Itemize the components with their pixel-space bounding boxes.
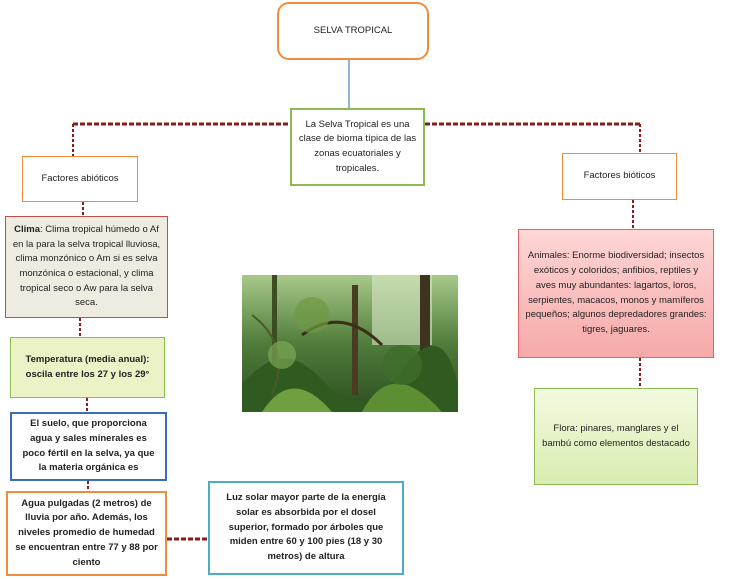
flora-text: Flora: pinares, manglares y el bambú com…	[542, 422, 690, 449]
climate-node: Clima: Clima tropical húmedo o Af en la …	[5, 216, 168, 318]
definition-text: La Selva Tropical es una clase de bioma …	[298, 118, 417, 174]
water-node: Agua pulgadas (2 metros) de lluvia por a…	[6, 491, 167, 576]
climate-desc: : Clima tropical húmedo o Af en la para …	[12, 223, 161, 309]
biotic-heading-text: Factores bióticos	[583, 170, 656, 182]
biotic-heading-node: Factores bióticos	[562, 153, 677, 200]
animals-node: Animales: Enorme biodiversidad; insectos…	[518, 229, 714, 358]
temperature-text: Temperatura (media anual): oscila entre …	[25, 353, 150, 380]
flora-node: Flora: pinares, manglares y el bambú com…	[534, 388, 698, 485]
soil-text: El suelo, que proporciona agua y sales m…	[22, 418, 155, 474]
jungle-photo	[242, 275, 458, 412]
title-text: SELVA TROPICAL	[313, 24, 393, 36]
sunlight-node: Luz solar mayor parte de la energía sola…	[208, 481, 404, 575]
temperature-node: Temperatura (media anual): oscila entre …	[10, 337, 165, 398]
animals-text: Animales: Enorme biodiversidad; insectos…	[525, 250, 707, 335]
soil-node: El suelo, que proporciona agua y sales m…	[10, 412, 167, 481]
title-node: SELVA TROPICAL	[277, 2, 429, 60]
abiotic-heading-text: Factores abióticos	[41, 172, 119, 184]
water-text: Agua pulgadas (2 metros) de lluvia por a…	[15, 497, 158, 568]
climate-text: Clima: Clima tropical húmedo o Af en la …	[12, 223, 161, 311]
definition-node: La Selva Tropical es una clase de bioma …	[290, 108, 425, 186]
abiotic-heading-node: Factores abióticos	[22, 156, 138, 202]
climate-label: Clima	[14, 223, 41, 235]
sunlight-text: Luz solar mayor parte de la energía sola…	[226, 492, 386, 563]
